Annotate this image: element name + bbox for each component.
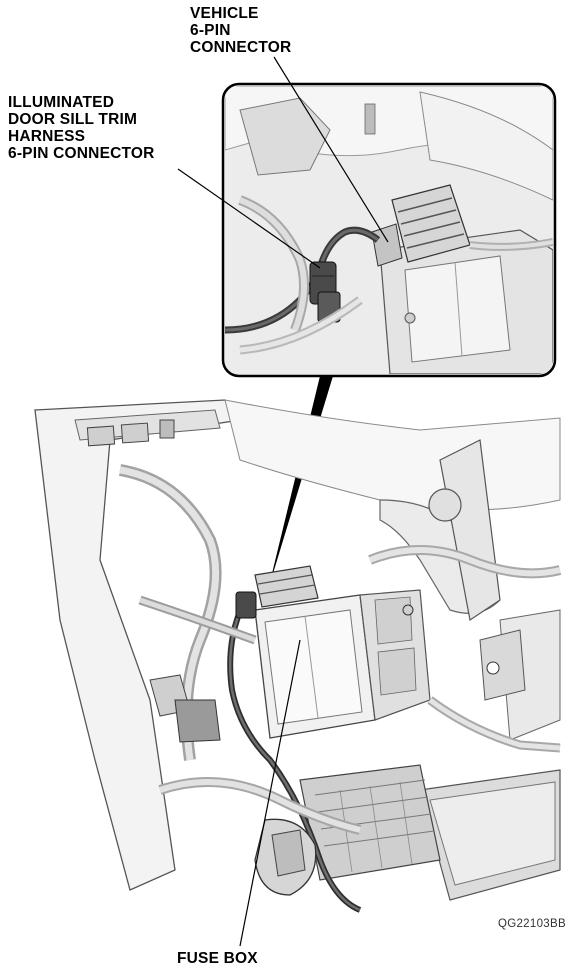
label-vehicle-6-pin-connector: VEHICLE 6-PIN CONNECTOR <box>190 5 291 56</box>
leader-illuminated-connector <box>177 168 321 269</box>
inset-detail-view <box>221 82 557 378</box>
label-line: VEHICLE <box>190 5 259 22</box>
label-fuse-box: FUSE BOX <box>177 950 258 967</box>
main-vehicle-connector <box>254 565 319 608</box>
label-line: DOOR SILL TRIM <box>8 111 138 128</box>
fuse-rows <box>299 764 441 881</box>
main-illuminated-connector <box>235 591 257 619</box>
inset-fuse-box-face <box>404 255 511 363</box>
dash-upper <box>224 399 561 511</box>
label-line: 6-PIN CONNECTOR <box>8 145 155 162</box>
inset-slot <box>364 103 376 135</box>
label-line: CONNECTOR <box>190 39 292 56</box>
leader-fuse-box <box>239 639 301 947</box>
inset-bracket <box>239 97 331 176</box>
label-line: ILLUMINATED <box>8 94 115 111</box>
label-line: 6-PIN <box>190 22 231 39</box>
fuse-box-illustration <box>254 589 431 739</box>
brake-pedal-arm <box>439 439 501 622</box>
label-line: HARNESS <box>8 128 86 145</box>
figure-code: QG22103BB <box>498 918 566 930</box>
main-view <box>34 399 562 913</box>
label-illuminated-door-sill-connector: ILLUMINATED DOOR SILL TRIM HARNESS 6-PIN… <box>8 94 155 162</box>
leader-vehicle-connector <box>273 56 389 243</box>
inset-curve-panel <box>419 91 553 201</box>
